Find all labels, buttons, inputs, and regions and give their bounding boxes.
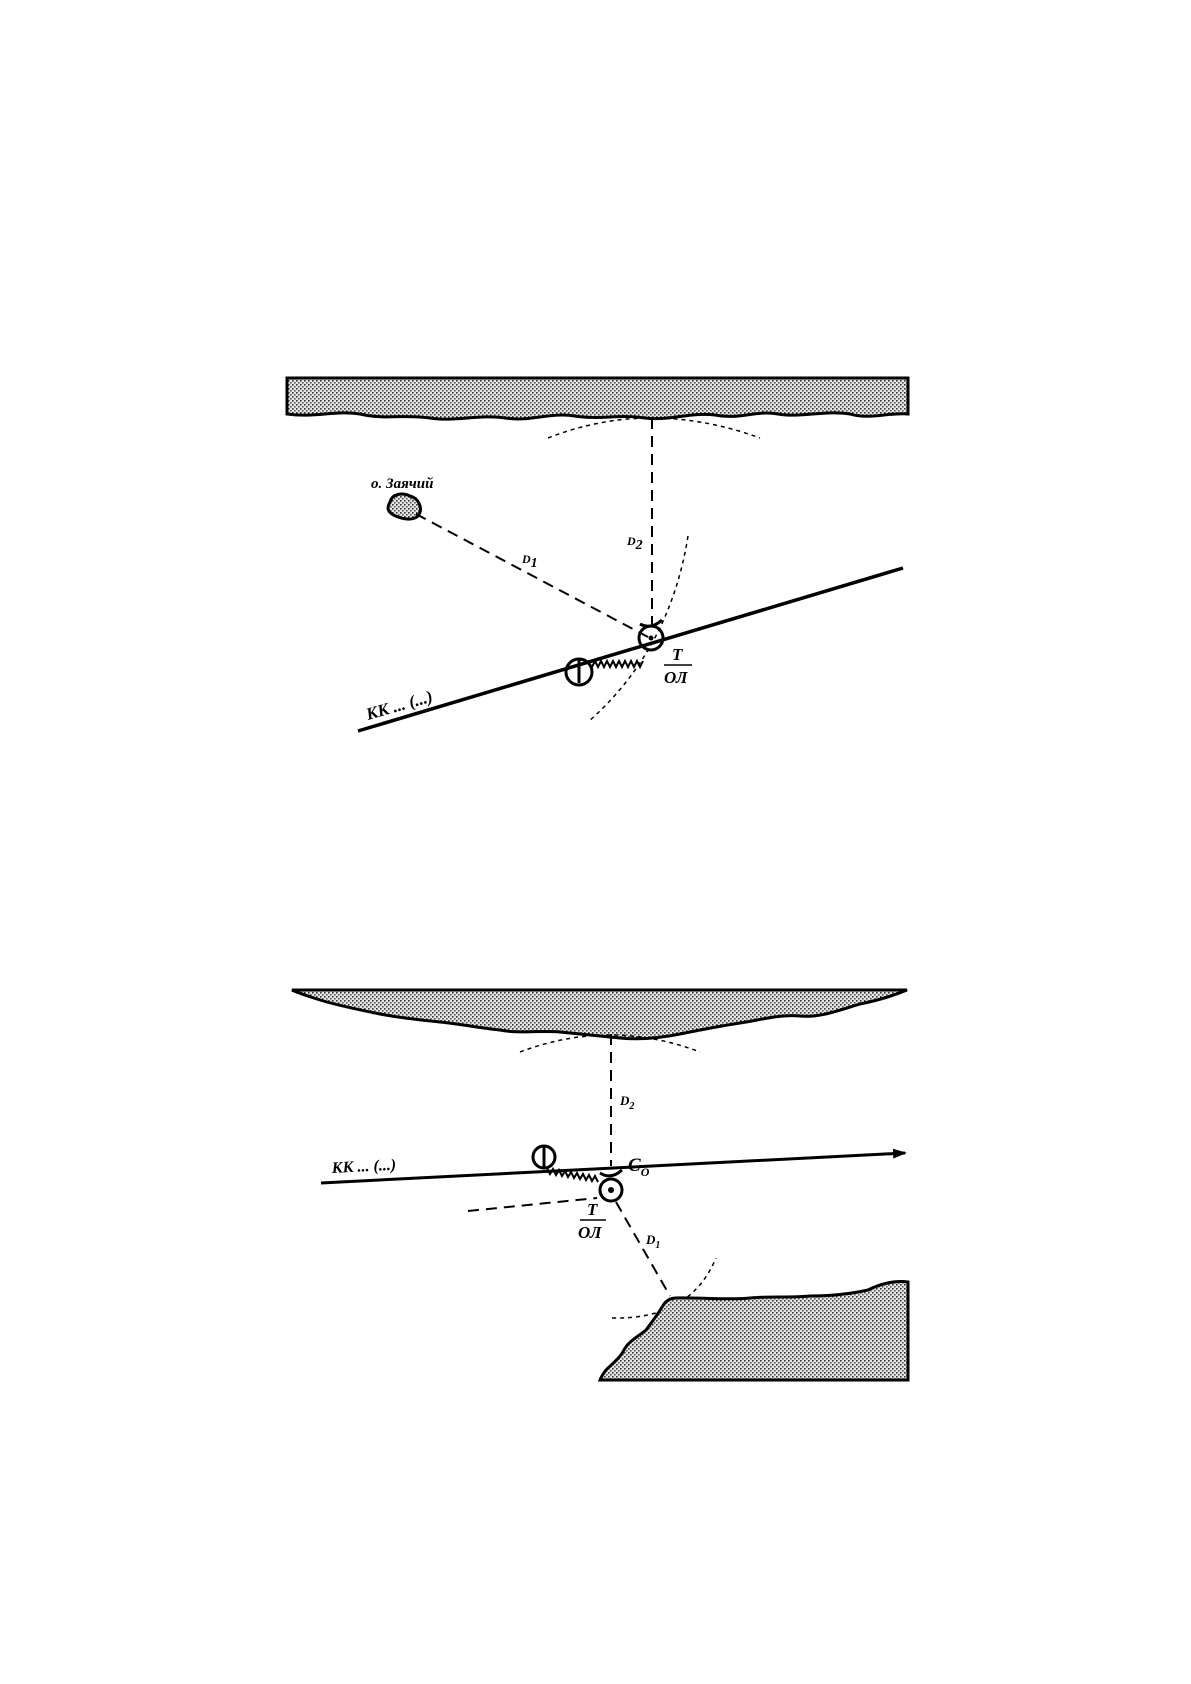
- course-label-2: КК ... (...): [330, 1157, 396, 1177]
- d1-label: D1: [521, 552, 538, 571]
- fix-label-top-2: Т: [587, 1200, 598, 1219]
- d2-label: D2: [626, 534, 643, 553]
- dead-reckoning-symbol: [566, 659, 592, 685]
- coastline-top: [287, 378, 908, 419]
- coastline-bottom: [600, 1281, 908, 1380]
- distance-arc-fix: [588, 536, 688, 722]
- d1-label-2: D1: [645, 1232, 660, 1251]
- diagram-2: D2 КК ... (...) СО Т ОЛ D1: [292, 990, 908, 1380]
- fix-label-bottom: ОЛ: [664, 668, 689, 687]
- fix-symbol-2: [600, 1170, 622, 1201]
- drift-wavy-line: [592, 661, 643, 667]
- dead-reckoning-symbol-2: [533, 1146, 555, 1168]
- distance-line-d1: [416, 514, 648, 637]
- island-label: о. Заячий: [371, 476, 433, 492]
- bearing-line-left: [468, 1198, 597, 1211]
- fix-label-top: Т: [672, 645, 683, 664]
- distance-line-d1-2: [616, 1202, 670, 1296]
- island-zayachiy: [388, 494, 420, 519]
- diagram-1: о. Заячий D1 D2 КК ... (...) Т ОЛ: [287, 378, 908, 731]
- distance-arc-top: [548, 418, 760, 438]
- fix-label-bottom-2: ОЛ: [578, 1223, 603, 1242]
- position-label: СО: [628, 1155, 650, 1179]
- course-line: [358, 568, 903, 731]
- d2-label-2: D2: [619, 1093, 634, 1112]
- coastline-top-2: [292, 990, 907, 1039]
